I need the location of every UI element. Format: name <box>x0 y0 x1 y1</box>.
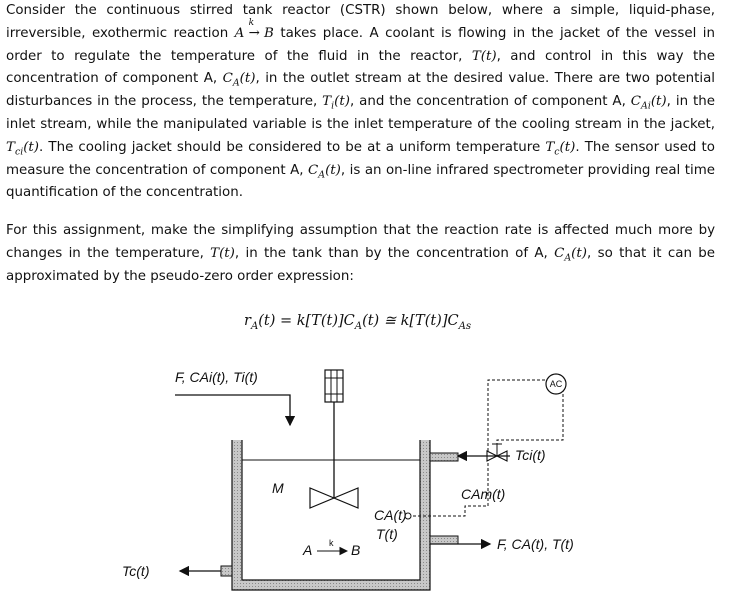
concentration-sensor <box>404 512 412 520</box>
text: . The cooling jacket should be considere… <box>39 139 546 155</box>
sym: T <box>6 139 15 155</box>
analyzer-controller: AC <box>545 373 567 395</box>
sym: C <box>308 162 319 178</box>
text: , and control in this way the concentrat… <box>6 48 715 87</box>
math-t: T(t) <box>210 245 235 261</box>
text: . The sensor used to measure the concent… <box>6 139 715 178</box>
math-ca2: CA(t) <box>308 162 341 181</box>
cooling-jacket <box>220 440 459 591</box>
mixer-label: M <box>272 480 284 496</box>
rate-constant-k: k <box>248 17 255 28</box>
sym: C <box>554 245 565 261</box>
text: , so that it can be approximated by the … <box>6 245 715 284</box>
inlet-arrow <box>175 394 296 427</box>
arg: (t) <box>334 94 350 110</box>
control-valve <box>486 443 508 462</box>
text: For this assignment, make the simplifyin… <box>6 223 715 261</box>
sub: ci <box>14 146 24 158</box>
sub: A <box>318 169 326 181</box>
reaction-a: A <box>302 542 312 558</box>
sub: A <box>232 78 240 90</box>
rate-equation: rA(t) = k[T(t)]CA(t) ≅ k[T(t)]CAs <box>244 313 472 332</box>
reactant-a: A <box>234 25 245 41</box>
math-tci: Tci(t) <box>6 139 40 158</box>
math-tc: Tc(t) <box>545 139 576 158</box>
eq-part: (t) ≅ k[T(t)]C <box>362 313 459 329</box>
text: , in the tank than by the concentration … <box>234 245 555 261</box>
math-cai: CAi(t) <box>630 94 667 112</box>
sensor-signal-line <box>408 379 545 517</box>
sym: C <box>222 71 233 87</box>
sub: i <box>331 100 335 112</box>
sym: C <box>630 94 642 110</box>
inlet-label: F, CAi(t), Ti(t) <box>175 369 258 385</box>
arg: (t) <box>650 94 667 110</box>
math-ca: CA(t) <box>222 71 256 90</box>
text: , in the outlet stream at the desired va… <box>6 71 715 110</box>
math-t: T(t) <box>471 48 497 64</box>
tc-label: Tc(t) <box>122 563 149 579</box>
outlet-label: F, CA(t), T(t) <box>497 536 574 552</box>
arg: (t) <box>325 162 341 178</box>
math-ti: Ti(t) <box>322 94 350 112</box>
impeller <box>309 487 359 509</box>
arg: (t) <box>23 139 40 155</box>
t-label: T(t) <box>376 526 398 542</box>
cstr-diagram: AC F, CAi(t), Ti(t) M CA(t) T(t) A k B C… <box>122 369 574 591</box>
text: takes place. A coolant is flowing in the… <box>6 25 715 64</box>
reaction-k: k <box>329 538 334 548</box>
sub: A <box>564 252 572 264</box>
reaction-b: B <box>351 542 360 558</box>
text: , is an on-line infrared spectrometer pr… <box>6 162 716 201</box>
ac-label: AC <box>550 379 563 389</box>
eq-part: (t) = k[T(t)]C <box>258 313 355 329</box>
arg: (t) <box>571 245 588 261</box>
product-b: B <box>264 25 274 41</box>
eq-r: r <box>244 313 251 329</box>
arg: (t) <box>239 71 256 87</box>
eq-sub: A <box>354 320 363 332</box>
sub: c <box>554 146 560 158</box>
controller-output-line <box>496 389 564 444</box>
problem-paragraph-2: For this assignment, make the simplifyin… <box>6 220 715 288</box>
sym: T <box>545 139 555 155</box>
arg: (t) <box>559 139 576 155</box>
sym: T <box>322 94 332 110</box>
tci-label: Tci(t) <box>515 447 546 463</box>
eq-sub: As <box>458 320 472 332</box>
cam-label: CAm(t) <box>461 486 505 502</box>
text: , and the concentration of component A, <box>349 94 631 110</box>
mixer-motor <box>324 369 344 403</box>
sub: Ai <box>641 100 651 112</box>
ca-label: CA(t) <box>374 507 407 523</box>
text: Consider the continuous stirred tank rea… <box>6 3 715 41</box>
math-ca: CA(t) <box>554 245 588 264</box>
eq-sub: A <box>250 320 259 332</box>
text: , in the inlet stream, while the manipul… <box>6 94 715 132</box>
problem-paragraph-1: Consider the continuous stirred tank rea… <box>6 0 715 205</box>
